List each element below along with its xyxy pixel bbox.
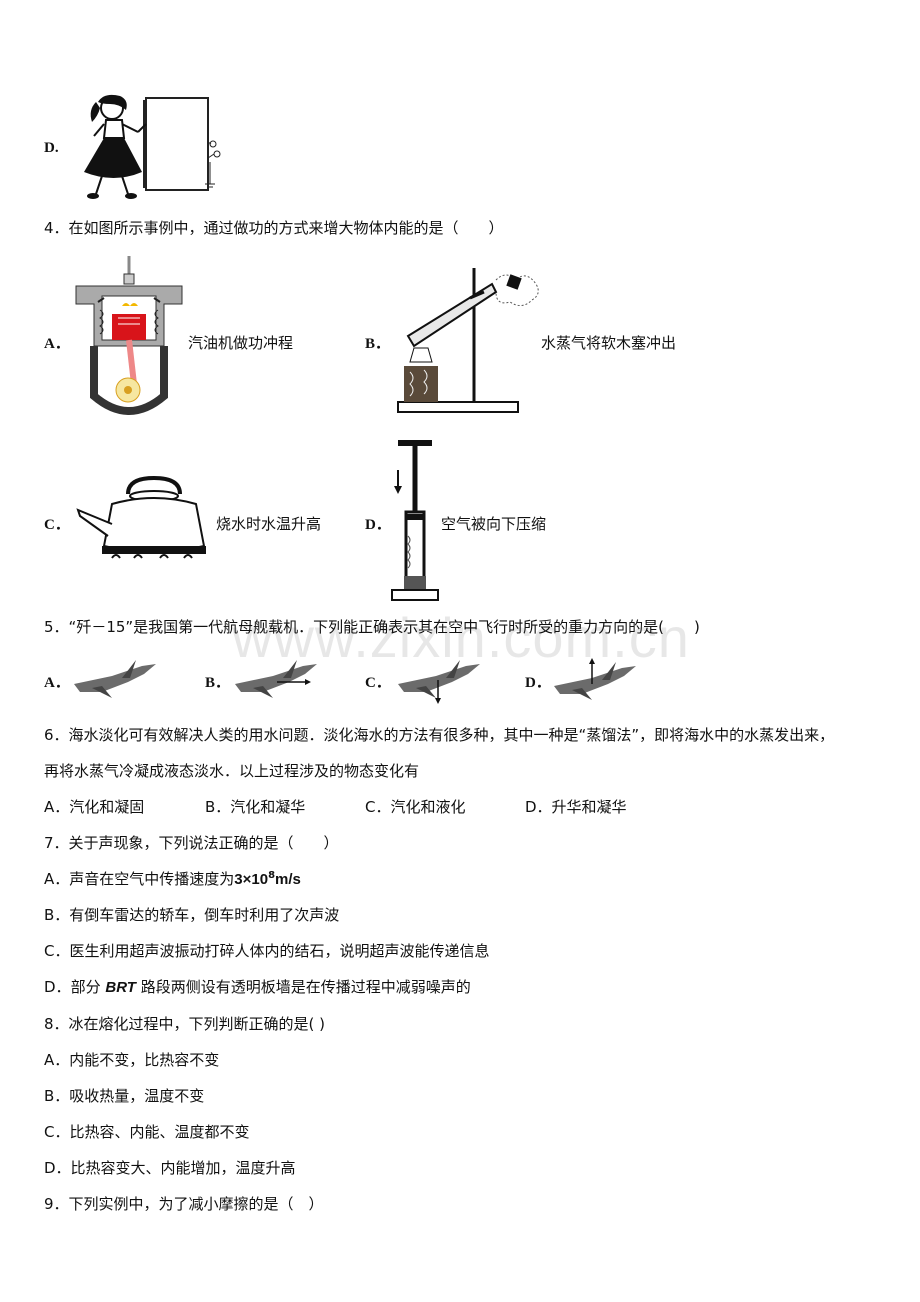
q6-option-c: C．汽化和液化: [365, 798, 466, 816]
jet-fighter-icon: [398, 660, 480, 704]
q8-option-a: A．内能不变，比热容不变: [44, 1051, 220, 1069]
q5-option-b-label: B．: [205, 675, 231, 691]
q4-option-a-caption: 汽油机做功冲程: [188, 334, 294, 352]
question-5-stem: 5．“歼－15”是我国第一代航母舰载机．下列能正确表示其在空中飞行时所受的重力方…: [44, 618, 700, 636]
jet-fighter-icon: [235, 660, 317, 698]
q6-option-a: A．汽化和凝固: [44, 798, 145, 816]
q7-option-a-exponent: 8: [268, 870, 276, 881]
q6-option-d: D．升华和凝华: [525, 798, 627, 816]
q7-option-d-pre: 部分: [70, 978, 101, 996]
q7-option-a-text: 声音在空气中传播速度为: [69, 870, 235, 888]
q3-option-d-label: D.: [44, 140, 59, 156]
q5-option-a-label: A．: [44, 675, 70, 691]
jet-fighter-icon: [74, 660, 156, 698]
jet-fighter-icon: [554, 658, 636, 700]
q7-option-c: C．医生利用超声波振动打碎人体内的结石，说明超声波能传递信息: [44, 942, 490, 960]
question-6-stem-line1: 6．海水淡化可有效解决人类的用水问题．淡化海水的方法有很多种，其中一种是“蒸馏法…: [44, 726, 835, 744]
q4-option-d-caption: 空气被向下压缩: [441, 515, 547, 533]
q4-option-c-label: C．: [44, 517, 70, 533]
gasoline-engine-icon: [75, 256, 183, 415]
q7-option-b: B．有倒车雷达的轿车，倒车时利用了次声波: [44, 906, 340, 924]
q7-option-a-unit: m/s: [275, 871, 301, 888]
q8-option-b: B．吸收热量，温度不变: [44, 1087, 205, 1105]
air-compression-cylinder-icon: [391, 440, 439, 601]
question-4-stem: 4．在如图所示事例中，通过做功的方式来增大物体内能的是（ ）: [44, 219, 504, 237]
q4-option-c-caption: 烧水时水温升高: [216, 515, 322, 533]
q4-option-b-caption: 水蒸气将软木塞冲出: [541, 334, 677, 352]
steam-cork-apparatus-icon: [397, 268, 539, 413]
question-9-stem: 9．下列实例中，为了减小摩擦的是（ ）: [44, 1195, 324, 1213]
kettle-icon: [76, 475, 206, 559]
question-7-stem: 7．关于声现象，下列说法正确的是（ ）: [44, 834, 339, 852]
watermark: www.zixin.com.cn: [232, 606, 690, 669]
q7-option-d-post: 路段两侧设有透明板墙是在传播过程中减弱噪声的: [140, 978, 471, 996]
q7-option-d-label: D．: [44, 978, 71, 996]
q4-option-d-label: D．: [365, 517, 391, 533]
question-6-stem-line2: 再将水蒸气冷凝成液态淡水．以上过程涉及的物态变化有: [44, 762, 420, 780]
q5-option-d-label: D．: [525, 675, 551, 691]
question-8-stem: 8．冰在熔化过程中，下列判断正确的是( ): [44, 1015, 326, 1033]
q8-option-c: C．比热容、内能、温度都不变: [44, 1123, 250, 1141]
q5-option-c-label: C．: [365, 675, 391, 691]
q7-option-a: A．声音在空气中传播速度为3×108m/s: [44, 868, 301, 889]
girl-electric-box-illustration: [84, 94, 221, 199]
q7-option-a-label: A．: [44, 870, 70, 888]
q4-option-b-label: B．: [365, 336, 391, 352]
q6-option-b: B．汽化和凝华: [205, 798, 306, 816]
q7-option-d-brt: BRT: [105, 979, 136, 996]
q7-option-a-value: 3×10: [234, 871, 269, 888]
q7-option-d: D．部分 BRT 路段两侧设有透明板墙是在传播过程中减弱噪声的: [44, 976, 471, 997]
q4-option-a-label: A．: [44, 336, 70, 352]
q8-option-d: D．比热容变大、内能增加，温度升高: [44, 1159, 296, 1177]
